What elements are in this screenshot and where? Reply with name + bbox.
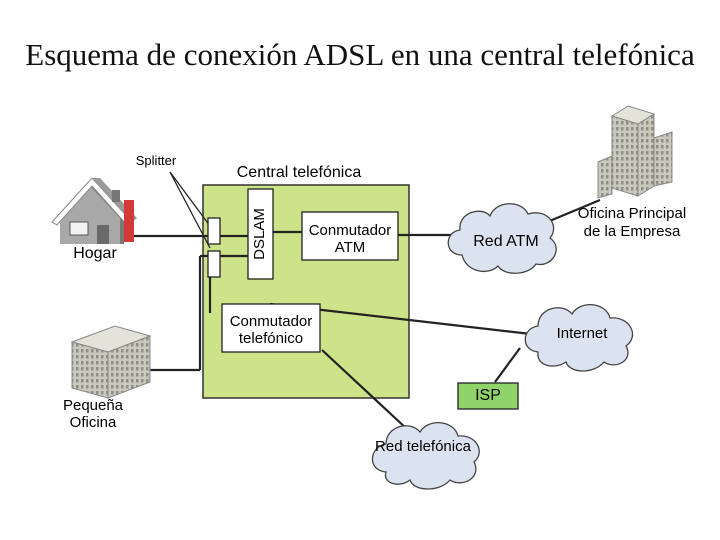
cloud-internet bbox=[524, 304, 634, 372]
internet-label: Internet bbox=[556, 325, 608, 342]
pequena-oficina-label: Pequeña Oficina bbox=[62, 397, 124, 431]
splitter-label: Splitter bbox=[135, 153, 177, 168]
cloud-red-telefonica bbox=[371, 422, 480, 490]
conmutador-telefonico-label: Conmutador telefónico bbox=[229, 313, 313, 347]
main-office-building-icon bbox=[597, 105, 673, 199]
splitter-bottom bbox=[207, 250, 221, 278]
splitter-top bbox=[207, 217, 221, 245]
dslam-box bbox=[247, 188, 274, 280]
central-label: Central telefónica bbox=[236, 164, 362, 181]
house-icon bbox=[51, 177, 137, 244]
red-atm-label: Red ATM bbox=[473, 233, 539, 250]
splitter-pointers bbox=[169, 171, 211, 249]
red-telefonica-label: Red telefónica bbox=[375, 438, 471, 455]
conmutador-telefonico-box bbox=[221, 303, 321, 353]
small-office-building-icon bbox=[70, 325, 152, 399]
diagram-title: Esquema de conexión ADSL en una central … bbox=[25, 37, 695, 72]
dslam-label: DSLAM bbox=[251, 208, 268, 260]
hogar-label: Hogar bbox=[73, 245, 117, 262]
oficina-principal-label: Oficina Principal de la Empresa bbox=[577, 205, 687, 240]
isp-box bbox=[457, 382, 519, 410]
cloud-red-atm bbox=[447, 203, 557, 274]
conmutador-atm-label: Conmutador ATM bbox=[308, 222, 392, 256]
isp-label: ISP bbox=[475, 387, 501, 404]
conmutador-atm-box bbox=[301, 211, 399, 261]
